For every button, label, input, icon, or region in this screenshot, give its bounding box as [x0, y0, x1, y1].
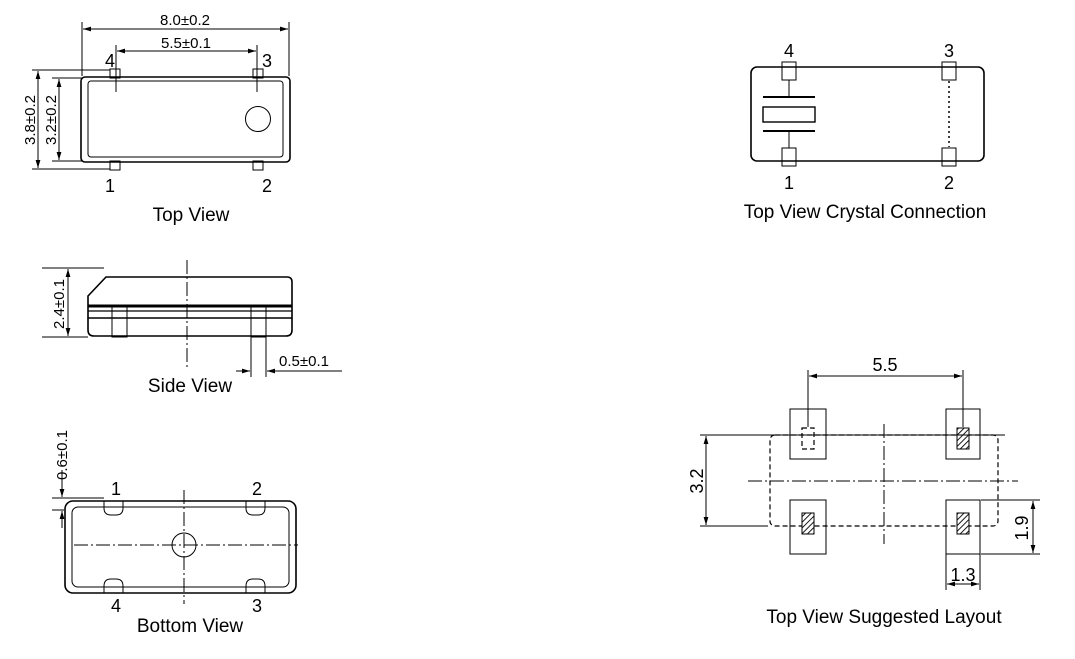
- side-view-base: [87, 318, 293, 337]
- layout-contact-1: [801, 512, 815, 535]
- layout-pad-h-label: 1.9: [1012, 515, 1032, 540]
- pin1-marker-circle: [245, 106, 271, 132]
- pin-4-label: 4: [105, 51, 115, 71]
- pin-4-tab: [109, 68, 121, 79]
- bottom-pin-3-label: 3: [252, 596, 262, 616]
- crystal-pin-2-label: 2: [944, 173, 954, 193]
- dim-length-label: 8.0±0.2: [160, 12, 210, 29]
- crystal-pad-1: [781, 147, 797, 167]
- dim-width-outer-label: 3.8±0.2: [22, 95, 39, 145]
- layout-contact-2: [956, 512, 970, 535]
- crystal-pin-1-label: 1: [784, 173, 794, 193]
- crystal-connection: 4 3 1 2 Top View Crystal Connection: [744, 41, 987, 223]
- layout-contact-3: [956, 427, 970, 450]
- pin-1-label: 1: [105, 176, 115, 196]
- layout-contact-4: [801, 427, 815, 450]
- side-lead-left: [111, 305, 128, 338]
- dim-lead-label: 0.5±0.1: [279, 353, 329, 370]
- crystal-pad-3: [941, 61, 957, 81]
- layout-row-label: 3.2: [687, 468, 707, 493]
- bottom-view-caption: Bottom View: [137, 616, 244, 637]
- pin-1-tab: [109, 160, 121, 171]
- crystal-pin-4-label: 4: [784, 41, 794, 61]
- layout-pad-w-label: 1.3: [950, 565, 975, 585]
- crystal-connection-caption: Top View Crystal Connection: [744, 202, 987, 223]
- top-view: 8.0±0.2 5.5±0.1 3.8±0.2 3.2±0.2 4 3 1 2 …: [22, 12, 291, 226]
- dim-height-label: 2.4±0.1: [51, 279, 68, 329]
- crystal-package-outline: [750, 66, 985, 162]
- side-view-body: [87, 276, 293, 319]
- top-view-lid: [87, 80, 284, 158]
- bottom-pad-3: [245, 578, 266, 593]
- top-view-body-outline: [80, 76, 291, 163]
- bottom-pin-2-label: 2: [252, 479, 262, 499]
- dim-standoff-label: 0.6±0.1: [54, 430, 71, 480]
- bottom-view-inner: [71, 506, 290, 588]
- bottom-pad-1: [103, 501, 124, 516]
- suggested-layout-caption: Top View Suggested Layout: [766, 607, 1002, 628]
- pin-2-label: 2: [262, 176, 272, 196]
- side-lead-right: [250, 305, 267, 338]
- bottom-pad-4: [103, 578, 124, 593]
- bottom-view: 0.6±0.1 1 2 4 3 Bottom View: [52, 430, 298, 637]
- suggested-layout: 5.5 3.2 1.9 1.3 Top View Suggested Layou…: [687, 355, 1040, 628]
- pin-2-tab: [252, 160, 264, 171]
- layout-pitch-label: 5.5: [872, 355, 897, 375]
- dim-width-inner-label: 3.2±0.2: [43, 95, 60, 145]
- side-view-caption: Side View: [148, 376, 232, 397]
- bottom-view-outline: [64, 500, 297, 594]
- crystal-pad-4: [781, 61, 797, 81]
- layout-pad-2: [945, 499, 981, 555]
- crystal-pin-3-label: 3: [944, 41, 954, 61]
- layout-pad-1: [789, 499, 827, 555]
- crystal-pad-2: [941, 147, 957, 167]
- dim-pitch-label: 5.5±0.1: [161, 35, 211, 52]
- crystal-symbol: [762, 106, 816, 123]
- pin-3-label: 3: [262, 51, 272, 71]
- side-view: 2.4±0.1 0.5±0.1 Side View: [42, 260, 342, 397]
- bottom-pad-2: [245, 501, 266, 516]
- top-view-caption: Top View: [153, 205, 230, 226]
- bottom-pin-1-label: 1: [111, 479, 121, 499]
- pin-3-tab: [252, 68, 264, 79]
- bottom-pin-4-label: 4: [111, 596, 121, 616]
